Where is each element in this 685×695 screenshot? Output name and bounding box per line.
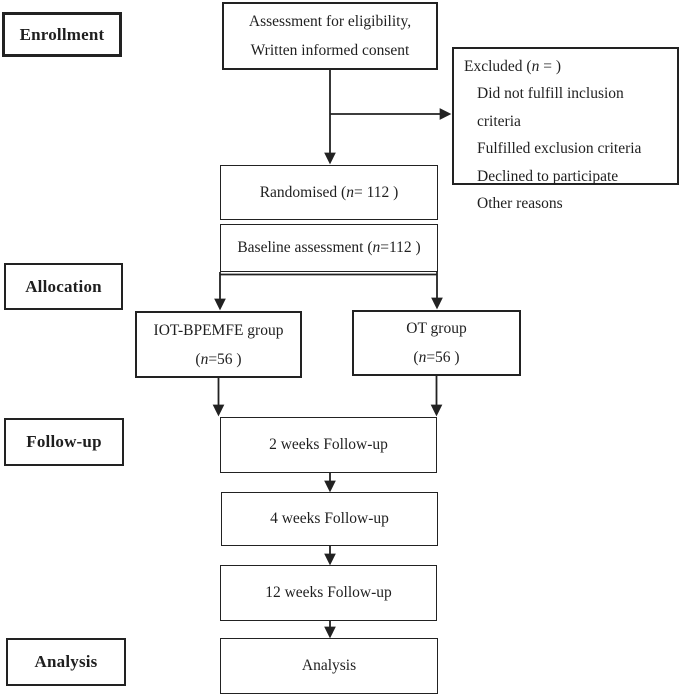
followup-2w-label: 2 weeks Follow-up <box>269 436 388 453</box>
excluded-reason: Fulfilled exclusion criteria <box>477 140 642 158</box>
followup-4w-box: 4 weeks Follow-up <box>221 492 438 546</box>
group-right-box: OT group (n=56 ) <box>352 310 521 376</box>
baseline-text: Baseline assessment (n=112 ) <box>237 239 421 256</box>
excluded-title: Excluded (n = ) <box>464 58 561 75</box>
group-right-n: (n=56 ) <box>413 349 460 366</box>
stage-followup: Follow-up <box>4 418 124 466</box>
assessment-line1: Assessment for eligibility, <box>248 13 412 30</box>
group-left-box: IOT-BPEMFE group (n=56 ) <box>135 311 302 378</box>
excluded-reason: Did not fulfill inclusion criteria <box>477 85 624 130</box>
analysis-label: Analysis <box>301 657 357 674</box>
analysis-box: Analysis <box>220 638 438 694</box>
stage-followup-label: Follow-up <box>26 432 102 451</box>
excluded-reason: Other reasons <box>477 195 563 213</box>
stage-enrollment: Enrollment <box>2 12 122 57</box>
followup-12w-label: 12 weeks Follow-up <box>265 584 392 601</box>
stage-analysis: Analysis <box>6 638 126 686</box>
group-left-n: (n=56 ) <box>195 350 242 368</box>
randomised-text: Randomised (n= 112 ) <box>259 183 399 201</box>
excluded-box: Excluded (n = ) Did not fulfill inclusio… <box>452 47 679 212</box>
followup-12w-box: 12 weeks Follow-up <box>220 565 437 621</box>
assessment-box: Assessment for eligibility, Written info… <box>222 2 438 70</box>
followup-2w-box: 2 weeks Follow-up <box>220 417 437 473</box>
excluded-reason: Declined to participate <box>477 167 619 185</box>
assessment-line2: Written informed consent <box>250 42 410 59</box>
randomised-box: Randomised (n= 112 ) <box>220 165 438 220</box>
group-left-name: IOT-BPEMFE group <box>153 321 284 339</box>
group-right-name: OT group <box>406 320 467 337</box>
stage-allocation-label: Allocation <box>25 276 102 296</box>
baseline-box: Baseline assessment (n=112 ) <box>220 224 438 272</box>
stage-analysis-label: Analysis <box>34 652 98 671</box>
stage-enrollment-label: Enrollment <box>19 24 105 44</box>
followup-4w-label: 4 weeks Follow-up <box>270 510 389 527</box>
stage-allocation: Allocation <box>4 263 123 310</box>
